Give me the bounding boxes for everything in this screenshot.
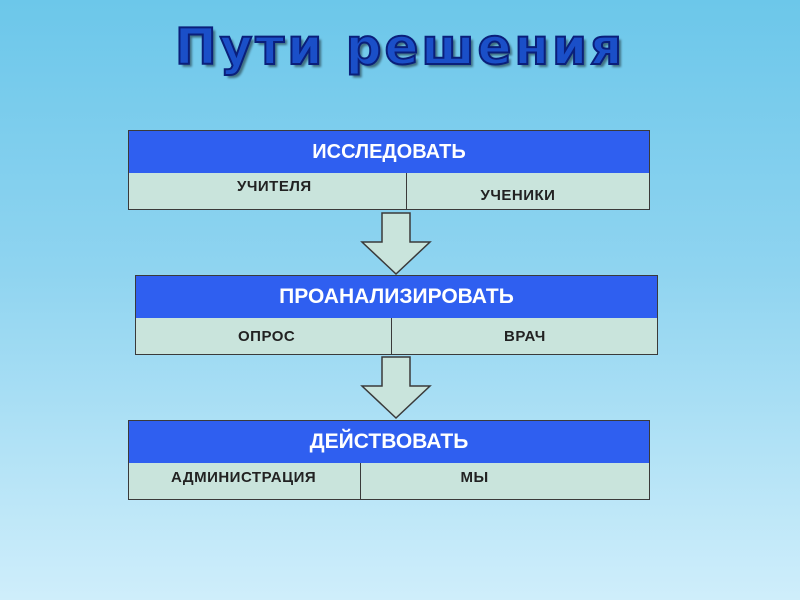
step-research: ИССЛЕДОВАТЬ УЧИТЕЛЯ УЧЕНИКИ (128, 130, 650, 210)
step-heading: ДЕЙСТВОВАТЬ (128, 420, 650, 464)
step-item: ВРАЧ (391, 318, 657, 354)
step-item: АДМИНИСТРАЦИЯ (171, 468, 317, 486)
step-item: ОПРОС (238, 327, 296, 345)
step-items-row: ОПРОС ВРАЧ (135, 318, 658, 355)
step-items-row: АДМИНИСТРАЦИЯ МЫ (128, 463, 650, 500)
step-item: МЫ (359, 463, 650, 499)
down-arrow-icon (360, 212, 432, 276)
step-items-row: УЧИТЕЛЯ УЧЕНИКИ (128, 173, 650, 210)
step-item: УЧЕНИКИ (405, 173, 650, 209)
step-analyze: ПРОАНАЛИЗИРОВАТЬ ОПРОС ВРАЧ (135, 275, 658, 355)
step-item: УЧИТЕЛЯ (237, 177, 312, 195)
step-heading: ПРОАНАЛИЗИРОВАТЬ (135, 275, 658, 319)
down-arrow-icon (360, 356, 432, 420)
step-act: ДЕЙСТВОВАТЬ АДМИНИСТРАЦИЯ МЫ (128, 420, 650, 500)
page-title: Пути решения (174, 17, 626, 77)
step-heading: ИССЛЕДОВАТЬ (128, 130, 650, 174)
